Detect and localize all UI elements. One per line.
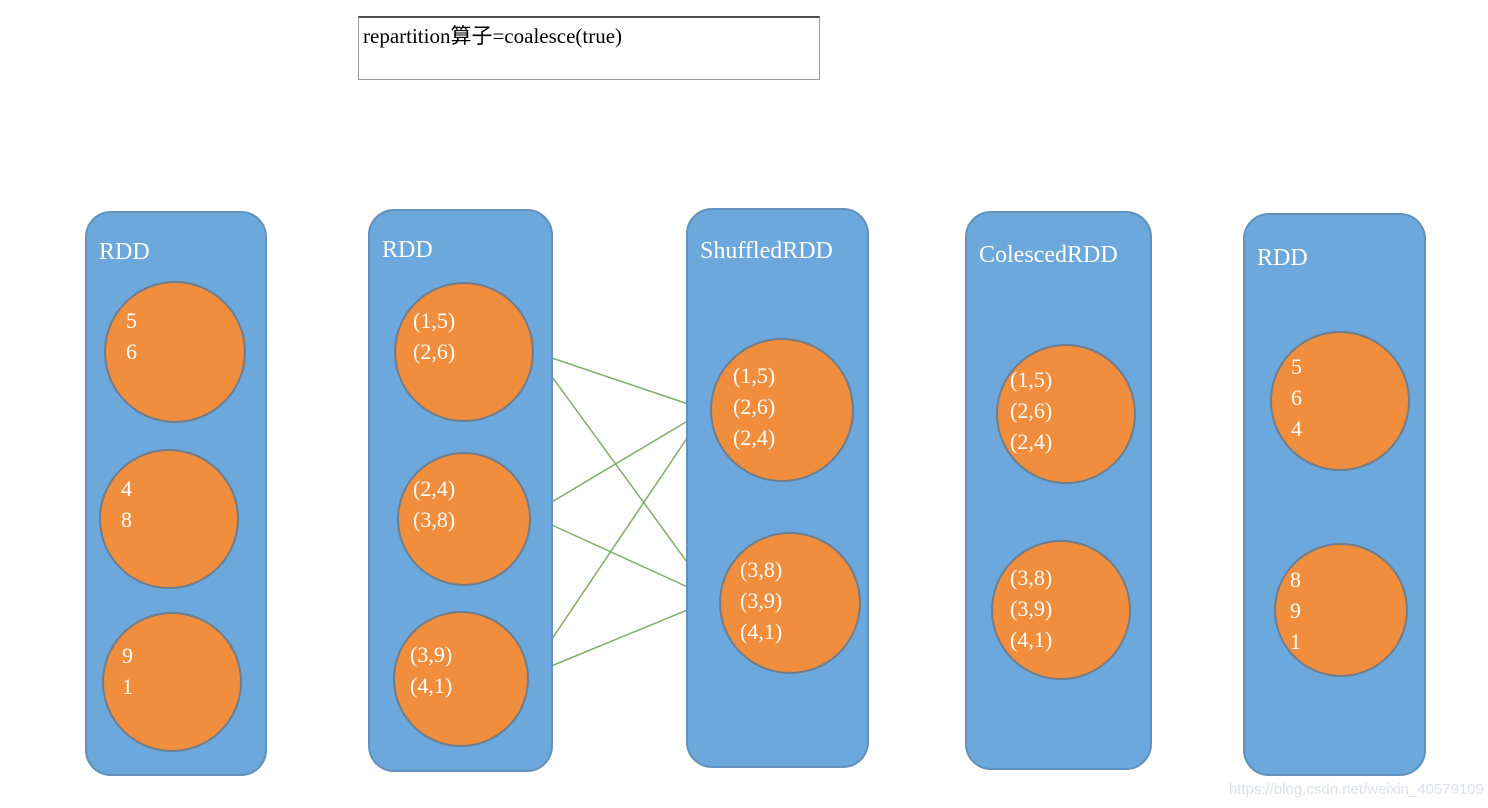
partition-value: 5 xyxy=(1291,354,1302,379)
partition-value: (2,6) xyxy=(1010,398,1053,423)
partition-value: 1 xyxy=(122,674,133,699)
partition-value: (1,5) xyxy=(733,363,776,388)
partition-value: (2,4) xyxy=(1010,429,1053,454)
partition-circle: 4 8 xyxy=(99,449,239,589)
partition-circle: 8 9 1 xyxy=(1274,543,1408,677)
partition-circle: (1,5) (2,6) (2,4) xyxy=(996,344,1136,484)
partition-value: 8 xyxy=(121,507,132,532)
rdd-label-5: RDD xyxy=(1257,245,1308,271)
rdd-label-1: RDD xyxy=(99,239,150,265)
partition-value: (2,6) xyxy=(413,339,456,364)
partition-value: (2,6) xyxy=(733,394,776,419)
rdd-label-2: RDD xyxy=(382,237,433,263)
partition-circle: (2,4) (3,8) xyxy=(397,452,531,586)
partition-value: (3,8) xyxy=(1010,565,1053,590)
partition-value: (3,9) xyxy=(740,588,783,613)
partition-circle: (1,5) (2,6) xyxy=(394,282,534,422)
partition-circle: 9 1 xyxy=(102,612,242,752)
partition-value: (4,1) xyxy=(740,619,783,644)
partition-value: (2,4) xyxy=(413,476,456,501)
title-text: repartition算子=coalesce(true) xyxy=(363,24,623,48)
rdd-container-1: RDD 5 6 4 8 9 1 xyxy=(85,211,267,776)
partition-value: 4 xyxy=(1291,416,1302,441)
watermark-url: https://blog.csdn.net/weixin_40579109 xyxy=(1228,781,1484,798)
title-box: repartition算子=coalesce(true) xyxy=(358,16,820,80)
partition-value: 9 xyxy=(1290,598,1301,623)
shuffledrdd-label: ShuffledRDD xyxy=(700,238,833,264)
partition-circle: (3,9) (4,1) xyxy=(393,611,529,747)
partition-value: (1,5) xyxy=(1010,367,1053,392)
shuffledrdd-container: ShuffledRDD (1,5) (2,6) (2,4) (3,8) (3,9… xyxy=(686,208,869,768)
partition-value: (3,9) xyxy=(1010,596,1053,621)
partition-value: 4 xyxy=(121,476,132,501)
partition-value: (4,1) xyxy=(410,673,453,698)
partition-circle: (3,8) (3,9) (4,1) xyxy=(991,540,1131,680)
partition-value: 1 xyxy=(1290,629,1301,654)
partition-value: (1,5) xyxy=(413,308,456,333)
partition-value: (2,4) xyxy=(733,425,776,450)
partition-circle: 5 6 4 xyxy=(1270,331,1410,471)
shuffle-edge xyxy=(526,409,707,677)
partition-value: (3,9) xyxy=(410,642,453,667)
rdd-container-5: RDD 5 6 4 8 9 1 xyxy=(1243,213,1426,776)
partition-value: 8 xyxy=(1290,567,1301,592)
partition-value: 6 xyxy=(126,339,137,364)
shuffle-edge xyxy=(533,351,707,411)
partition-value: 5 xyxy=(126,308,137,333)
colescedrdd-container: ColescedRDD (1,5) (2,6) (2,4) (3,8) (3,9… xyxy=(965,211,1152,770)
partition-value: (4,1) xyxy=(1010,627,1053,652)
rdd-container-2: RDD (1,5) (2,6) (2,4) (3,8) (3,9) (4,1) xyxy=(368,209,553,772)
partition-value: (3,8) xyxy=(413,507,456,532)
partition-value: (3,8) xyxy=(740,557,783,582)
shuffle-edge xyxy=(529,409,707,516)
colescedrdd-label: ColescedRDD xyxy=(979,242,1118,268)
partition-value: 9 xyxy=(122,643,133,668)
partition-circle: (1,5) (2,6) (2,4) xyxy=(710,338,854,482)
partition-circle: (3,8) (3,9) (4,1) xyxy=(719,532,861,674)
partition-value: 6 xyxy=(1291,385,1302,410)
partition-circle: 5 6 xyxy=(104,281,246,423)
